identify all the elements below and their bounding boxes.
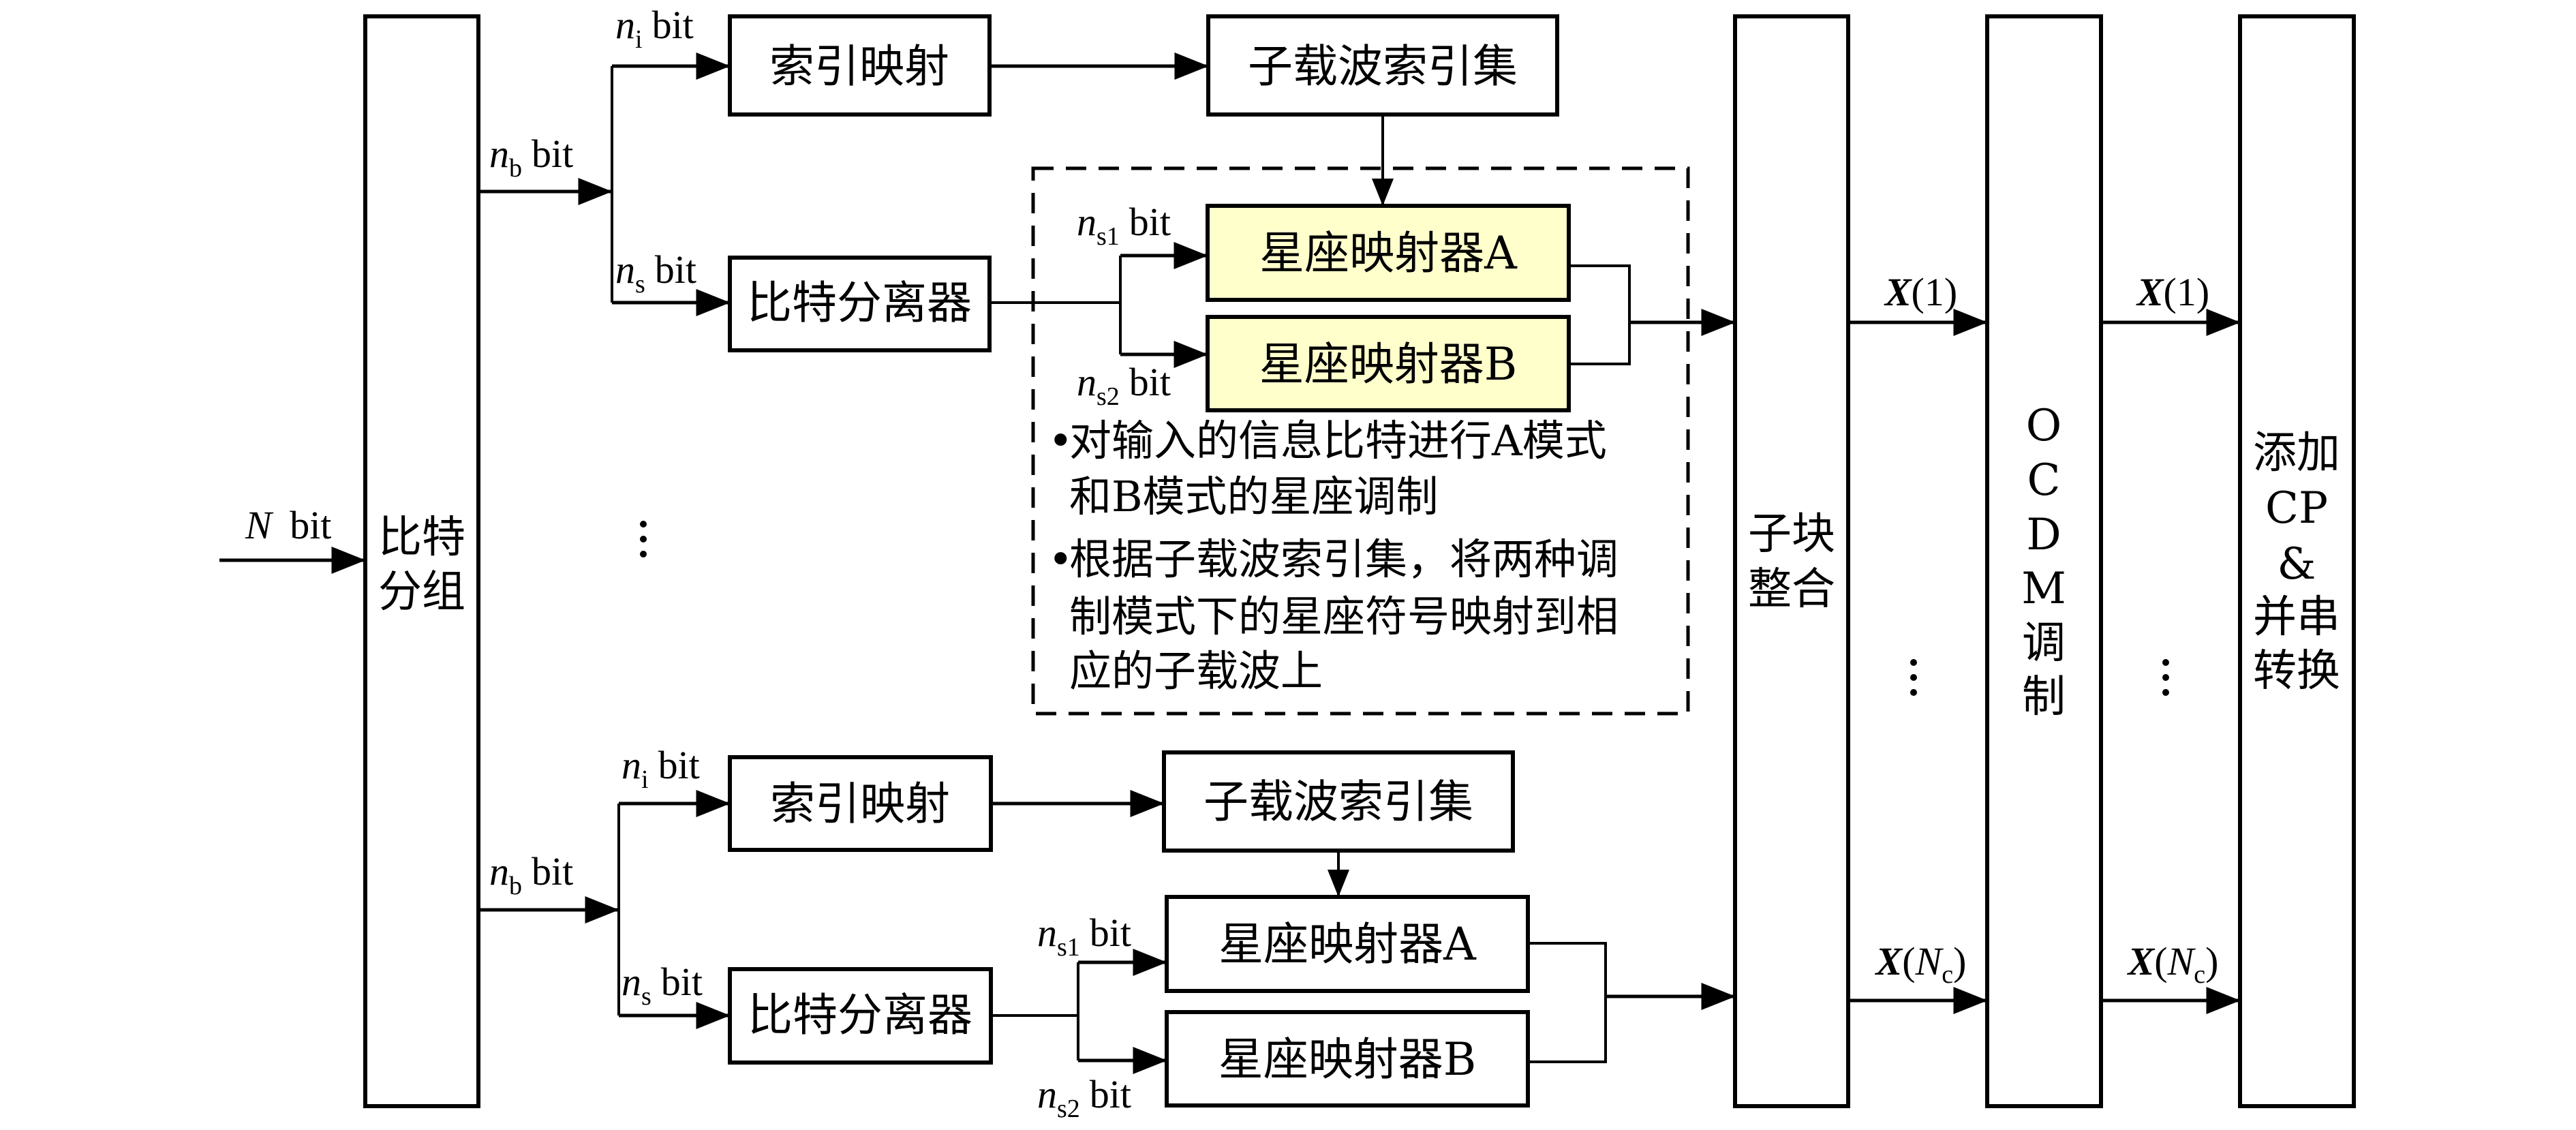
input-var: N [245,503,274,547]
top-mapper-a-label: 星座映射器A [1259,227,1518,279]
branch-ellipsis [640,521,647,558]
top-notes: • 对输入的信息比特进行A模式 和B模式的星座调制 • 根据子载波索引集，将两种… [1048,416,1619,696]
output-ellipsis-2 [2162,659,2169,696]
bit-grouping-line2: 分组 [378,567,465,617]
add-cp-line4: 并串 [2253,592,2340,643]
svg-text:N bit: N bit [245,503,331,547]
add-cp-line3: & [2278,539,2316,590]
ocdm-char-2: C [2027,455,2061,506]
subblock-merge-block[interactable]: 子块 整合 [1733,14,1850,1108]
xn-label-2: X(Nc) [2127,939,2219,989]
subblock-merge-line2: 整合 [1748,564,1835,615]
top-subcarrier-index-set-block[interactable]: 子载波索引集 [1206,14,1559,117]
ocdm-char-3: D [2026,510,2061,560]
x1-label-2: X(1) [2136,270,2209,314]
bit-grouping-line1: 比特 [378,513,465,563]
add-cp-line1: 添加 [2253,428,2340,478]
note2-line3: 应的子载波上 [1069,646,1323,696]
bottom-subcarrier-index-set-label: 子载波索引集 [1203,776,1473,828]
ocdm-char-5: 调 [2022,618,2066,669]
add-cp-line5: 转换 [2253,646,2340,697]
bit-grouping-block[interactable]: 比特 分组 [363,14,480,1108]
bottom-bit-splitter-block[interactable]: 比特分离器 [728,967,993,1065]
note2-bullet: • [1048,534,1073,584]
bottom-index-mapping-block[interactable]: 索引映射 [728,755,993,852]
input-unit: bit [290,503,331,547]
output-ellipsis-1 [1910,659,1917,696]
input-label: N bit [245,503,331,547]
ocdm-char-6: 制 [2022,672,2066,722]
bottom-mapper-a-block[interactable]: 星座映射器A [1165,895,1530,993]
bottom-mapper-b-block[interactable]: 星座映射器B [1165,1010,1530,1108]
top-mapper-b-label: 星座映射器B [1259,338,1518,391]
ocdm-modulation-block[interactable]: O C D M 调 制 [1985,14,2103,1108]
ocdm-char-1: O [2026,401,2061,451]
x1-label-1: X(1) [1884,270,1957,314]
note2-line2: 制模式下的星座符号映射到相 [1069,592,1619,641]
note2-line1: 根据子载波索引集，将两种调 [1069,534,1619,584]
bottom-bit-splitter-label: 比特分离器 [748,989,972,1041]
note1-line1: 对输入的信息比特进行A模式 [1069,416,1607,465]
top-index-mapping-label: 索引映射 [769,40,949,93]
top-bit-splitter-block[interactable]: 比特分离器 [728,256,992,352]
top-subcarrier-index-set-label: 子载波索引集 [1248,40,1518,93]
note1-bullet: • [1048,416,1073,465]
subblock-merge-line1: 子块 [1748,509,1835,560]
top-mapper-b-block[interactable]: 星座映射器B [1206,315,1571,412]
bottom-mapper-b-label: 星座映射器B [1218,1033,1477,1086]
xn-label-1: X(Nc) [1875,939,1967,989]
top-mapper-a-block[interactable]: 星座映射器A [1206,204,1571,302]
bottom-subcarrier-index-set-block[interactable]: 子载波索引集 [1162,750,1515,853]
bottom-index-mapping-label: 索引映射 [770,778,950,830]
note1-line2: 和B模式的星座调制 [1069,472,1439,521]
top-bit-splitter-label: 比特分离器 [747,277,972,329]
bottom-mapper-a-label: 星座映射器A [1218,918,1477,971]
add-cp-ps-block[interactable]: 添加 CP & 并串 转换 [2238,14,2356,1108]
add-cp-line2: CP [2265,483,2328,534]
top-index-mapping-block[interactable]: 索引映射 [728,14,992,117]
top-mapper-detail-region [1031,166,1690,716]
ocdm-char-4: M [2021,564,2066,614]
